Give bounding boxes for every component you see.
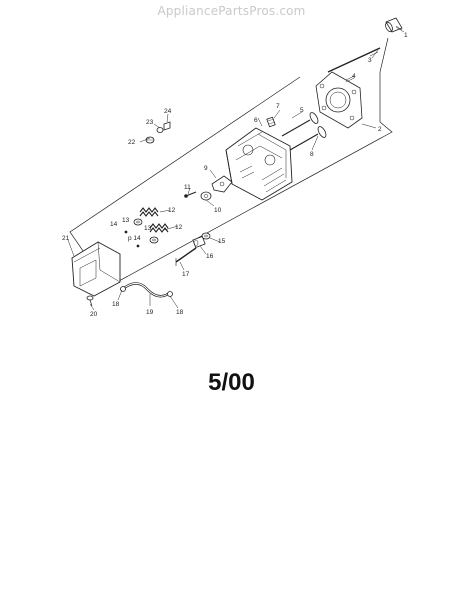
callout-3: 3 — [368, 57, 372, 64]
part-24-clip — [163, 121, 171, 131]
watermark-text: AppliancePartsPros.com — [157, 4, 306, 18]
callout-5: 5 — [300, 107, 304, 114]
callout-14-a: 14 — [110, 221, 118, 228]
callout-15: 15 — [218, 238, 226, 245]
part-18-clamp-b — [167, 291, 173, 297]
callout-1: 1 — [404, 32, 408, 39]
part-13-retainer-a — [133, 218, 143, 226]
leader-lines — [67, 25, 403, 311]
part-10-pivot — [200, 191, 212, 201]
part-9-rocker-arm — [211, 175, 233, 193]
callout-13-b: 13 — [144, 225, 152, 232]
callout-19: 19 — [146, 309, 154, 316]
part-13-retainer-b — [149, 236, 159, 244]
part-12-valve-spring-b — [149, 223, 169, 233]
callout-16: 16 — [206, 253, 214, 260]
part-17-stud — [175, 247, 197, 266]
callout-10: 10 — [214, 207, 222, 214]
part-20-screw — [86, 295, 94, 307]
callout-13-a: 13 — [122, 217, 130, 224]
callout-18-b: 18 — [176, 309, 184, 316]
part-19-breather-hose — [123, 282, 169, 298]
callout-6: 6 — [254, 117, 258, 124]
callout-12-a: 12 — [168, 207, 176, 214]
part-8-exhaust-valve — [289, 126, 327, 151]
part-18-clamp-a — [120, 286, 126, 292]
callout-11: 11 — [184, 184, 191, 191]
diagram-date-code: 5/00 — [208, 369, 255, 396]
part-23-washer — [156, 127, 164, 133]
callout-20: 20 — [90, 311, 98, 318]
callout-22: 22 — [128, 139, 136, 146]
part-16-guide — [192, 236, 206, 248]
part-21-breather-cover — [71, 241, 121, 297]
part-14-keepers — [124, 230, 140, 248]
callout-18-a: 18 — [112, 301, 120, 308]
part-3-push-rod — [327, 47, 381, 73]
part-5-intake-valve — [281, 112, 319, 137]
part-15-nut — [201, 232, 211, 240]
callout-7: 7 — [276, 103, 280, 110]
callout-9: 9 — [204, 165, 208, 172]
callout-8: 8 — [310, 151, 314, 158]
callout-12-b: 12 — [175, 224, 183, 231]
part-1-sleeve — [385, 17, 405, 33]
callout-23: 23 — [146, 119, 154, 126]
part-6-cylinder-head — [225, 127, 293, 201]
callout-24: 24 — [164, 108, 172, 115]
part-12-valve-spring-a — [139, 207, 159, 217]
assembly-outline — [69, 37, 393, 288]
callout-2: 2 — [378, 126, 382, 133]
part-7-plug — [266, 116, 276, 128]
callout-labels: 1 2 3 4 5 6 7 8 9 10 11 12 12 13 13 14 p… — [62, 32, 408, 318]
callout-17: 17 — [182, 271, 190, 278]
callout-14-b: p 14 — [128, 235, 141, 242]
callout-4: 4 — [352, 73, 356, 80]
part-11-screw — [184, 191, 197, 198]
part-22-screw — [145, 136, 155, 144]
part-4-head-gasket — [315, 71, 363, 129]
callout-21: 21 — [62, 235, 70, 242]
